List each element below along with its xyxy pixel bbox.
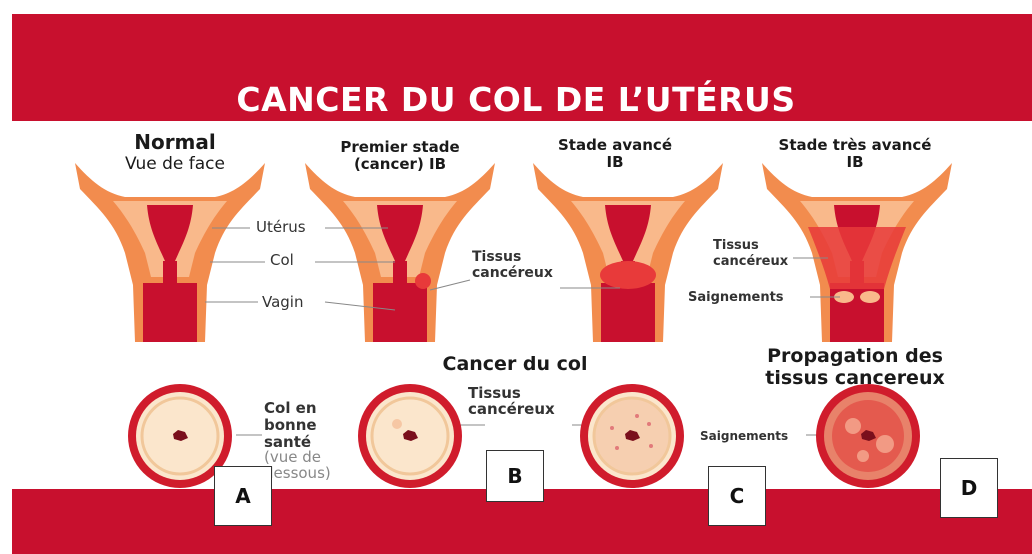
label-stage2-tissus-line2: cancéreux	[472, 265, 553, 281]
section-title-cancer-col: Cancer du col	[410, 353, 620, 375]
label-healthy-cervix: Col en bonne santé	[264, 400, 317, 451]
label-healthy-line2: bonne	[264, 417, 317, 434]
cervix-stage2-icon	[567, 388, 697, 488]
label-disc-tissus-line1: Tissus	[468, 385, 555, 401]
label-healthy-line4: (vue de	[264, 449, 331, 465]
label-healthy-line5: dessous)	[264, 465, 331, 481]
letter-box-b: B	[486, 450, 544, 502]
label-stage2-tissus-line1: Tissus	[472, 249, 553, 265]
label-stage4-tissus: Tissus cancéreux	[713, 238, 788, 270]
label-disc-saignements: Saignements	[700, 428, 788, 444]
label-stage4-saignements: Saignements	[688, 290, 784, 306]
cervix-stage1-icon	[345, 388, 475, 488]
cervix-stage3-icon	[803, 388, 933, 488]
letter-box-c: C	[708, 466, 766, 526]
letter-box-d: D	[940, 458, 998, 518]
letter-box-a: A	[214, 466, 272, 526]
label-healthy-view: (vue de dessous)	[264, 449, 331, 481]
label-stage4-tissus-line2: cancéreux	[713, 254, 788, 270]
section-title-propagation-line1: Propagation des	[740, 345, 970, 367]
label-stage2-tissus: Tissus cancéreux	[472, 249, 553, 281]
label-healthy-line1: Col en	[264, 400, 317, 417]
label-disc-tissus-line2: cancéreux	[468, 401, 555, 417]
label-vagin: Vagin	[262, 294, 303, 311]
section-title-propagation: Propagation des tissus cancereux	[740, 345, 970, 389]
label-col: Col	[270, 252, 294, 269]
label-disc-tissus: Tissus cancéreux	[468, 385, 555, 417]
label-stage4-tissus-line1: Tissus	[713, 238, 788, 254]
label-uterus: Utérus	[256, 219, 306, 236]
